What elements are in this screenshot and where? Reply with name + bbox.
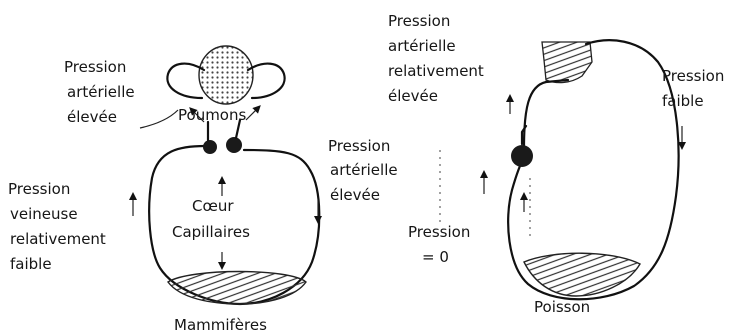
heart-chamber-right — [226, 137, 242, 153]
heart-label: Cœur — [192, 197, 234, 215]
left-pulmonary-loop — [167, 64, 204, 98]
systemic-pressure-label: Pression artérielle élevée — [328, 137, 402, 204]
lungs-label: Poumons — [178, 106, 246, 124]
venous-pressure-line-2: veineuse — [10, 205, 78, 223]
fish-zero-pressure-line-1: Pression — [408, 223, 470, 241]
mammal-caption: Mammifères — [174, 316, 267, 334]
venous-pressure-line-3: relativement — [10, 230, 106, 248]
arrow-to-right-lung — [246, 108, 258, 120]
venous-pressure-line-1: Pression — [8, 180, 70, 198]
mammal-diagram: Pression artérielle élevée Poumons Press… — [8, 46, 402, 334]
pulmonary-pressure-line-3: élevée — [67, 108, 117, 126]
fish-low-pressure-line-2: faible — [662, 92, 704, 110]
pulmonary-pressure-line-2: artérielle — [67, 83, 135, 101]
fish-capillary-bed — [524, 253, 640, 296]
pulmonary-pressure-line-1: Pression — [64, 58, 126, 76]
fish-zero-pressure-line-2: = 0 — [422, 248, 449, 266]
pulmonary-pointer — [140, 110, 178, 128]
fish-heart-chamber — [511, 145, 533, 167]
lung-tissue-icon — [199, 46, 253, 104]
fish-arterial-pressure-line-4: élevée — [388, 87, 438, 105]
lungs — [167, 46, 284, 104]
venous-pressure-line-4: faible — [10, 255, 52, 273]
fish-zero-pressure-label: Pression = 0 — [408, 223, 475, 266]
fish-arterial-pressure-label: Pression artérielle relativement élevée — [388, 12, 489, 105]
fish-low-pressure-line-1: Pression — [662, 67, 724, 85]
mammal-capillary-bed — [168, 272, 306, 305]
fish-diagram: Pression artérielle relativement élevée … — [388, 12, 729, 316]
heart-chamber-left — [203, 140, 217, 154]
fish-heart — [511, 126, 533, 167]
fish-arterial-pressure-line-2: artérielle — [388, 37, 456, 55]
fish-caption: Poisson — [534, 298, 590, 316]
gill-capillaries — [542, 42, 592, 83]
fish-arterial-pressure-line-3: relativement — [388, 62, 484, 80]
systemic-pressure-line-2: artérielle — [330, 161, 398, 179]
fish-low-pressure-label: Pression faible — [662, 67, 729, 110]
fish-arterial-pressure-line-1: Pression — [388, 12, 450, 30]
venous-pressure-label: Pression veineuse relativement faible — [8, 180, 111, 273]
right-pulmonary-loop — [248, 64, 285, 98]
pulmonary-pressure-label: Pression artérielle élevée — [64, 58, 139, 126]
mammal-heart — [203, 120, 242, 154]
systemic-pressure-line-1: Pression — [328, 137, 390, 155]
systemic-pressure-line-3: élevée — [330, 186, 380, 204]
capillaries-label: Capillaires — [172, 223, 250, 241]
